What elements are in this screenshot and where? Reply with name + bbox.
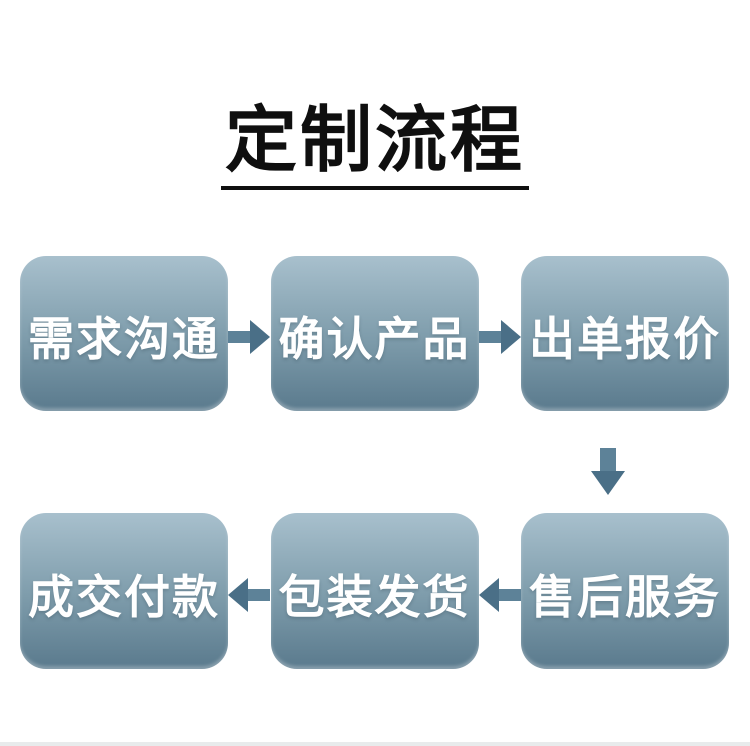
page-header: 定制流程: [0, 0, 750, 190]
flow-step-label: 需求沟通: [28, 313, 220, 366]
flow-row-top: 需求沟通 确认产品 出单报价: [20, 255, 729, 411]
connector-down-row: [20, 411, 729, 513]
page-title: 定制流程: [220, 103, 529, 190]
custom-process-flowchart: 需求沟通 确认产品 出单报价 成交付款: [0, 255, 750, 669]
flow-step-label: 出单报价: [529, 313, 721, 366]
connector-gap: [228, 570, 271, 612]
flow-step-demand-communication: 需求沟通: [20, 255, 228, 411]
flow-step-after-sales-service: 售后服务: [521, 512, 729, 669]
arrow-left-icon: [478, 577, 521, 612]
flow-step-issue-quote: 出单报价: [521, 255, 729, 411]
flow-step-label: 确认产品: [278, 313, 471, 366]
flow-step-packing-shipping: 包装发货: [270, 512, 479, 669]
flow-row-bottom: 成交付款 包装发货 售后服务: [20, 512, 729, 669]
arrow-down-icon: [591, 447, 625, 495]
connector-gap: [478, 312, 522, 355]
connector-gap: [478, 570, 522, 612]
arrow-right-icon: [478, 320, 521, 355]
flow-step-label: 成交付款: [28, 570, 220, 623]
flow-step-deal-payment: 成交付款: [20, 512, 228, 669]
arrow-left-icon: [228, 577, 271, 612]
connector-gap: [228, 312, 271, 355]
arrow-right-icon: [228, 320, 271, 355]
image-bottom-edge-strip: [0, 742, 750, 746]
flow-step-confirm-product: 确认产品: [270, 255, 479, 411]
flow-step-label: 售后服务: [529, 570, 721, 623]
flow-step-label: 包装发货: [278, 570, 471, 623]
